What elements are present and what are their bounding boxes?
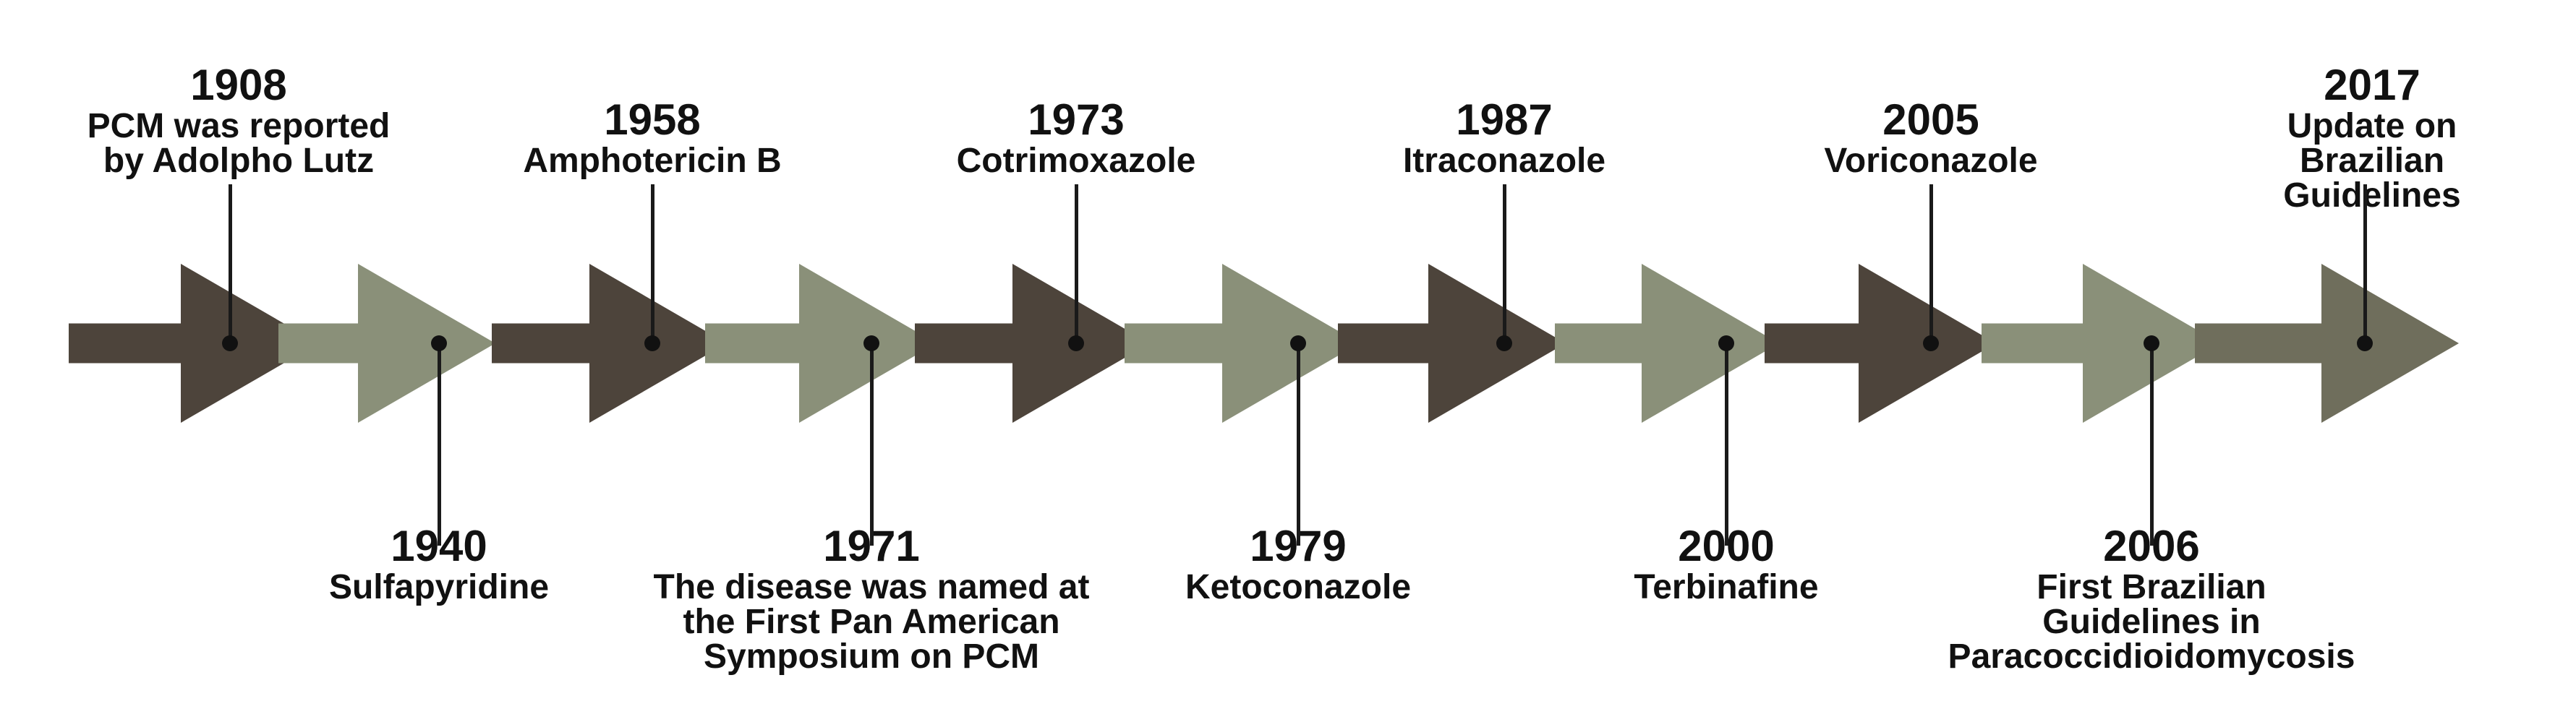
event-year: 1987 [1456,95,1553,144]
timeline-arrow-1973 [915,264,1150,423]
timeline-arrow-2006 [1982,264,2220,423]
connector-line-2000 [1725,343,1728,546]
event-label: Update on Brazilian Guidelines [2283,107,2461,215]
connector-line-2005 [1929,184,1933,343]
connector-line-1979 [1297,343,1300,546]
event-dot-1979 [1290,335,1306,351]
timeline-arrow-2000 [1555,264,1779,423]
event-dot-1958 [644,335,660,351]
connector-line-1973 [1075,184,1078,343]
event-label: First Brazilian Guidelines in Paracoccid… [1948,568,2355,676]
timeline-arrow-1908 [69,264,318,423]
event-dot-2005 [1923,335,1939,351]
event-label: Terbinafine [1634,568,1819,606]
event-label: Amphotericin B [523,142,782,180]
event-dot-2017 [2357,335,2373,351]
timeline-arrow-1958 [492,264,727,423]
event-label: The disease was named at the First Pan A… [653,568,1090,676]
event-year: 1958 [604,95,701,144]
event-label: Ketoconazole [1185,568,1412,606]
event-year: 2017 [2324,61,2421,109]
connector-line-2017 [2363,184,2367,343]
event-dot-1973 [1068,335,1084,351]
event-dot-1971 [863,335,879,351]
event-label: Sulfapyridine [328,568,550,606]
connector-line-2006 [2150,343,2154,546]
timeline-arrow-1971 [705,264,937,423]
event-label: Voriconazole [1824,142,2038,180]
event-label: PCM was reported by Adolpho Lutz [87,107,391,180]
event-dot-2006 [2144,335,2159,351]
event-dot-2000 [1718,335,1734,351]
timeline-arrow-1940 [278,264,495,423]
event-dot-1940 [431,335,447,351]
event-dot-1987 [1496,335,1512,351]
timeline-arrow-1987 [1338,264,1566,423]
event-year: 1908 [190,61,287,109]
event-label: Itraconazole [1402,142,1606,180]
connector-line-1940 [438,343,441,546]
connector-line-1987 [1503,184,1506,343]
connector-line-1971 [870,343,874,546]
event-year: 1973 [1028,95,1125,144]
timeline-arrow-2017 [2195,264,2459,423]
connector-line-1958 [651,184,654,343]
timeline-arrow-1979 [1125,264,1360,423]
event-label: Cotrimoxazole [956,142,1196,180]
event-year: 2005 [1882,95,1979,144]
event-dot-1908 [222,335,238,351]
connector-line-1908 [229,184,232,343]
timeline-arrow-2005 [1765,264,1996,423]
